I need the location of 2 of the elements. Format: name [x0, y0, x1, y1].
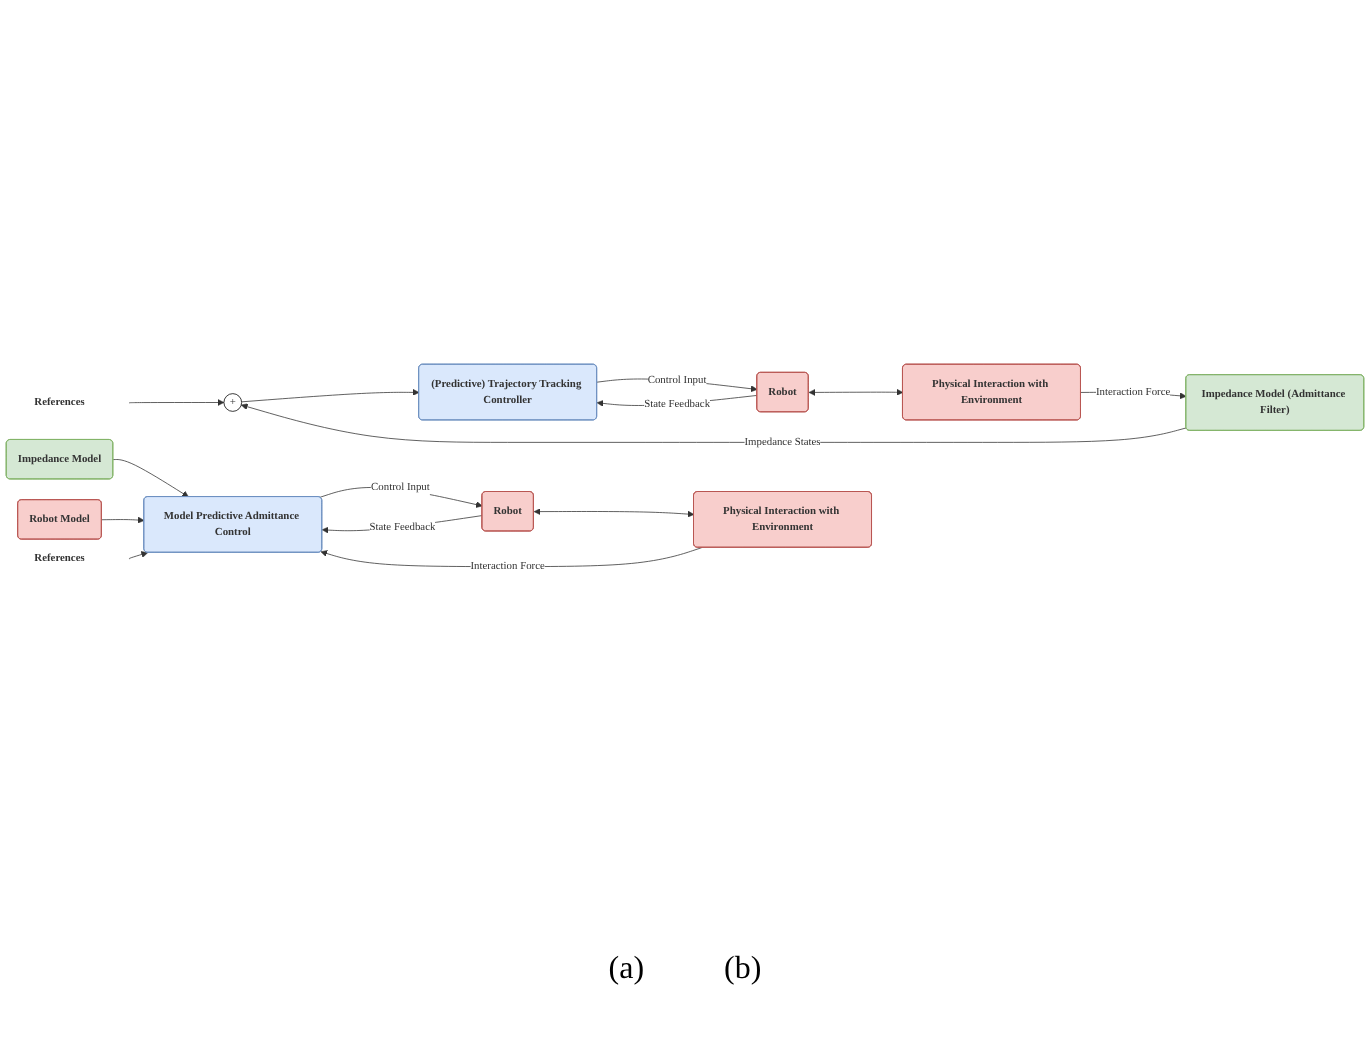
- panel-caption: (a): [608, 952, 645, 988]
- panel-caption: (b): [724, 952, 762, 988]
